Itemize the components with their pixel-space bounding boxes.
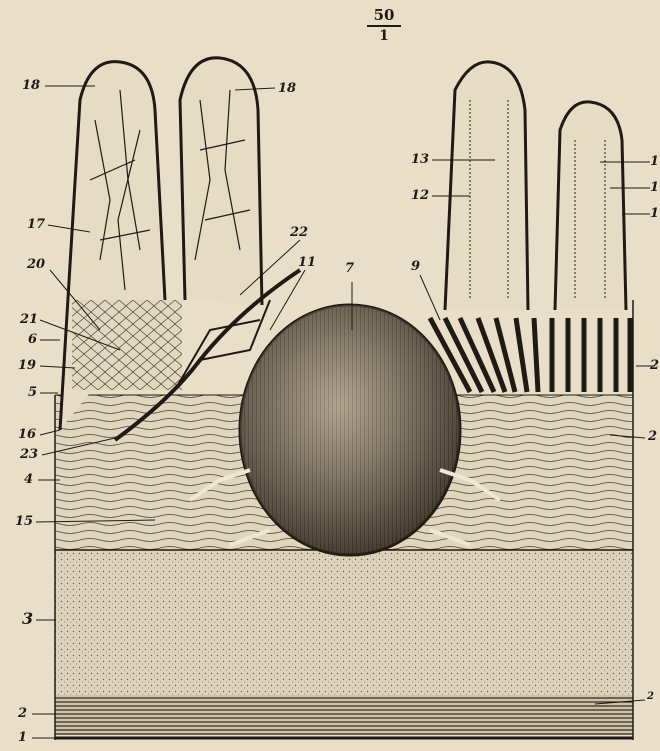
label-16: 16 [18,428,36,441]
label-6: 6 [28,333,37,346]
fraction-bar [367,25,401,27]
label-right-1b: 1 [650,181,659,194]
label-9: 9 [411,260,420,273]
crypt-glands [430,318,630,392]
villus-left-2 [180,58,262,305]
label-right-1a: 1 [650,155,659,168]
label-22: 22 [290,226,308,239]
layer-3-submucosa [55,550,633,695]
villus-right-1 [445,62,528,310]
label-21: 21 [20,313,38,326]
label-5: 5 [28,386,37,399]
label-right-1c: 1 [650,207,659,220]
label-15: 15 [15,515,33,528]
label-18-right: 18 [278,82,296,95]
label-17: 17 [27,218,45,231]
label-right-2c: 2 [647,692,654,702]
label-7: 7 [345,262,354,275]
label-12: 12 [411,189,429,202]
label-4: 4 [24,473,33,486]
label-18-left: 18 [22,79,40,92]
label-3: 3 [22,611,33,627]
villus-right-2 [555,102,626,310]
scale-numerator: 50 [364,8,404,23]
label-11: 11 [298,256,316,269]
label-1: 1 [18,731,27,744]
scale-fraction: 50 1 [364,8,404,43]
label-19: 19 [18,359,36,372]
capillary-mesh [72,300,182,390]
label-2: 2 [18,707,27,720]
label-right-2a: 2 [650,359,659,372]
label-right-2b: 2 [648,430,657,443]
layer-2-muscle [55,695,633,735]
scale-denominator: 1 [364,29,404,43]
label-13: 13 [411,153,429,166]
label-20: 20 [27,258,45,271]
label-23: 23 [20,448,38,461]
